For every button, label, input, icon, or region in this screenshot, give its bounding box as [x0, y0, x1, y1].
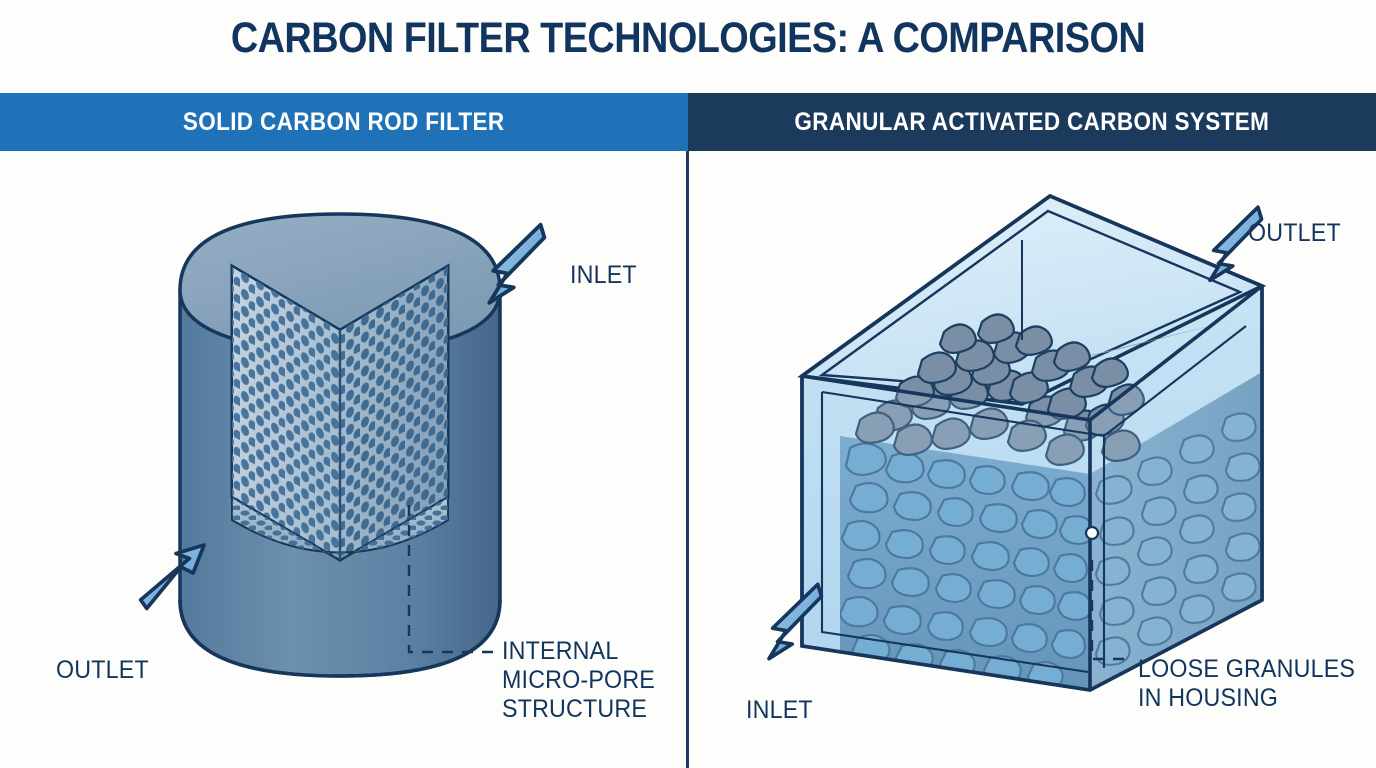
label-outlet-right: OUTLET [1248, 190, 1348, 248]
housing-wall-thickness [820, 325, 1247, 674]
inlet-arrow-icon-right [767, 582, 824, 661]
micro-pore-leader-line [407, 505, 495, 654]
label-micro-pore-structure: INTERNAL MICRO-PORE STRUCTURE [502, 608, 667, 724]
outlet-arrow-icon-right [1208, 205, 1264, 283]
loose-granules-leader-line [1090, 560, 1130, 661]
label-outlet-right-text: OUTLET [1248, 219, 1341, 247]
label-loose-granules-text: LOOSE GRANULES IN HOUSING [1138, 655, 1356, 712]
label-inlet-left-text: INLET [570, 261, 637, 289]
label-loose-granules: LOOSE GRANULES IN HOUSING [1138, 626, 1371, 713]
label-inlet-right-text: INLET [746, 696, 813, 724]
housing-edges [800, 194, 1264, 692]
label-outlet-left: OUTLET [56, 627, 156, 685]
granular-carbon-illustration [767, 193, 1267, 692]
cylinder-top-face [178, 212, 502, 348]
panel-divider [686, 151, 689, 768]
solid-carbon-rod-illustration [138, 212, 547, 678]
panel-header-left: SOLID CARBON ROD FILTER [0, 93, 688, 151]
panel-header-right-label: GRANULAR ACTIVATED CARBON SYSTEM [794, 107, 1270, 136]
cylinder-bottom-arc [178, 599, 502, 678]
housing-glass-front [802, 376, 1090, 690]
panel-header-right: GRANULAR ACTIVATED CARBON SYSTEM [688, 93, 1376, 151]
granule-callout-dot [1084, 525, 1100, 541]
inlet-arrow-icon-left [487, 222, 547, 305]
label-outlet-left-text: OUTLET [56, 656, 149, 684]
page-title: CARBON FILTER TECHNOLOGIES: A COMPARISON [230, 14, 1146, 62]
outlet-arrow-icon-left [138, 543, 206, 611]
label-micro-pore-text: INTERNAL MICRO-PORE STRUCTURE [502, 637, 655, 723]
panel-header-left-label: SOLID CARBON ROD FILTER [183, 107, 505, 136]
label-inlet-left: INLET [570, 232, 642, 290]
label-inlet-right: INLET [746, 667, 818, 725]
